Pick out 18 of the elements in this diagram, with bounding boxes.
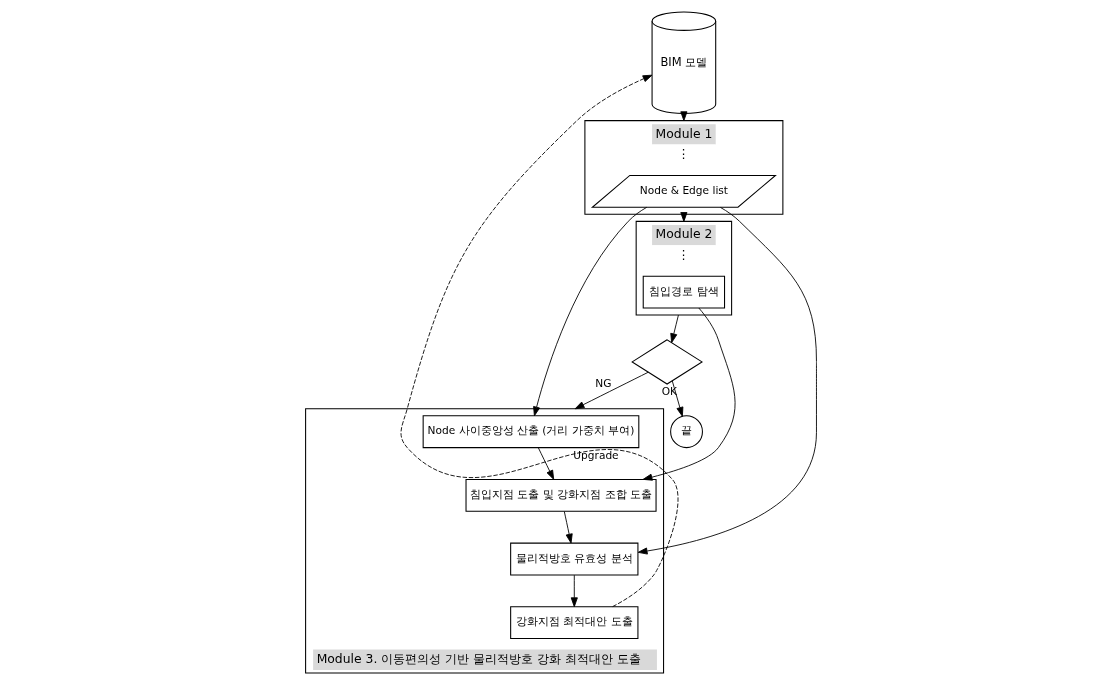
arrow	[574, 371, 649, 410]
arrow	[537, 447, 554, 480]
node-circle: 끝	[669, 415, 703, 449]
node-box: Node 사이중앙성 산출 (거리 가중치 부여)	[422, 415, 639, 449]
node-box: 침입경로 탐색	[642, 275, 725, 309]
edge-label: OK	[661, 385, 677, 398]
arrow	[671, 380, 683, 417]
arrow	[570, 574, 578, 608]
arrow	[669, 314, 679, 343]
edge-label: NG	[594, 377, 611, 390]
arrow	[642, 307, 736, 481]
edge-label: Upgrade	[572, 448, 619, 461]
node-box: 침입지점 도출 및 강화지점 조합 도출	[465, 478, 657, 512]
arrow	[563, 511, 573, 544]
node-diamond	[630, 339, 703, 385]
node-box: 강화지점 최적대안 도출	[509, 606, 638, 640]
arrow	[400, 74, 678, 608]
node-box: 물리적방호 유효성 분석	[509, 542, 638, 576]
